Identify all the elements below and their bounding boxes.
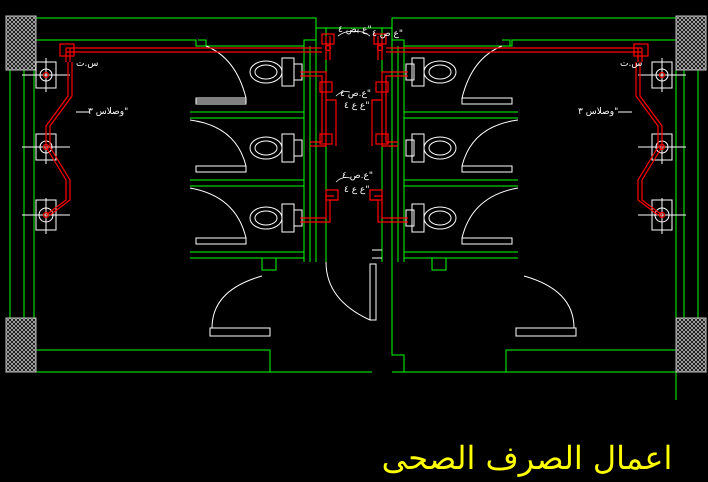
- structural-columns: [5, 15, 707, 373]
- label-right-corner: س.ت: [620, 59, 643, 69]
- fixtures: [22, 45, 686, 337]
- label-left-side: وصلاس ٣": [88, 107, 129, 117]
- label-leaders: [335, 31, 371, 183]
- toilet-left-3: [249, 203, 295, 233]
- label-left-corner: س.ت: [76, 59, 99, 69]
- drawing-title: اعمال الصرف الصحى: [381, 439, 673, 477]
- label-top-center-left: ع يض ٤": [338, 25, 372, 35]
- toilet-right-3: [411, 203, 457, 233]
- toilet-left-2: [249, 133, 295, 163]
- toilet-right-1: [411, 57, 457, 87]
- toilet-left-1: [249, 57, 295, 87]
- label-mid-center-2: ع ع ٤": [344, 101, 370, 111]
- label-top-center-right: ع ص ٤": [372, 29, 403, 39]
- drainage-pipes: [42, 33, 666, 223]
- label-right-side: وصلاس ٣": [578, 107, 619, 117]
- label-mid-center-1: ع.ص ٤": [340, 89, 371, 99]
- toilet-right-2: [411, 133, 457, 163]
- label-low-center-2: ع ع ٤": [344, 185, 370, 195]
- label-low-center-1: ع.ص ٤": [342, 171, 373, 181]
- walls: [9, 17, 699, 400]
